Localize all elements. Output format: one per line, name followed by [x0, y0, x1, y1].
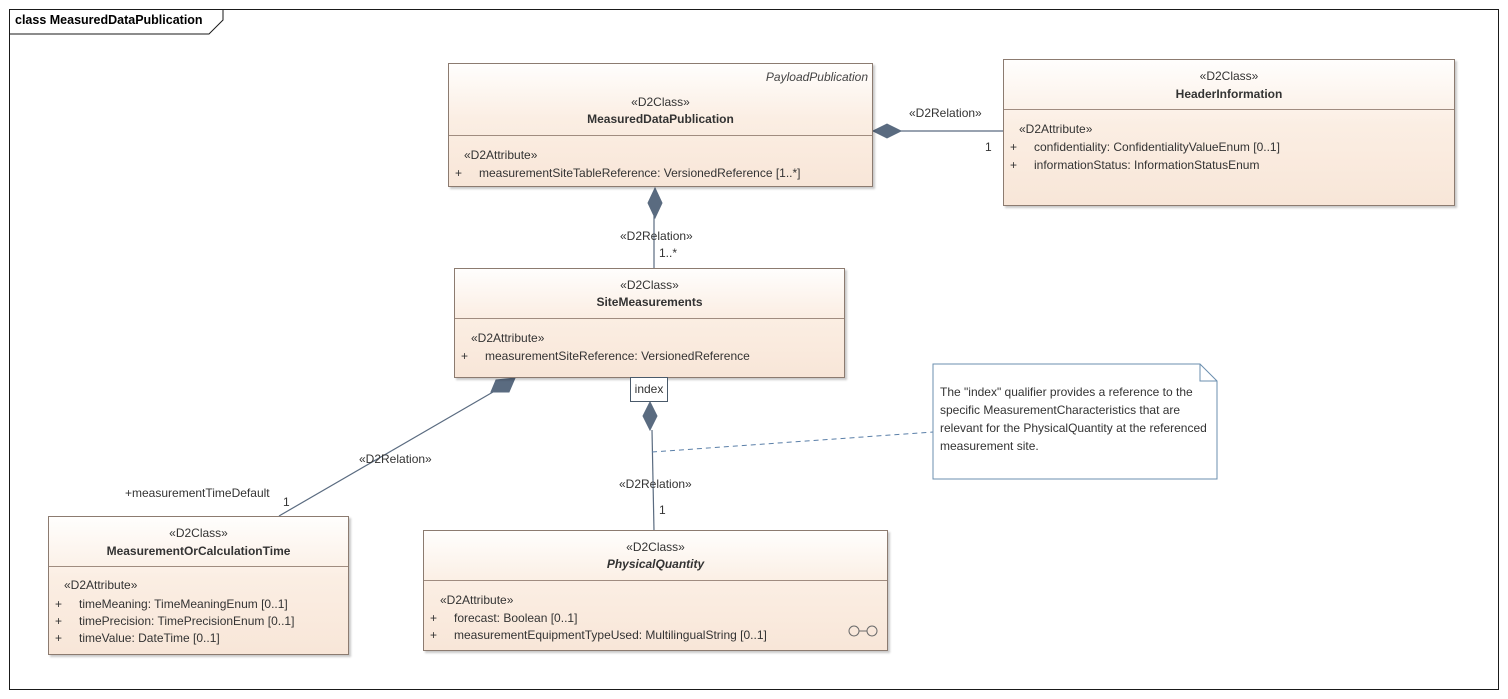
class-name: SiteMeasurements: [596, 295, 703, 309]
relation-stereotype-time: «D2Relation»: [359, 452, 432, 466]
class-site-measurements[interactable]: «D2Class» SiteMeasurements «D2Attribute»…: [454, 268, 845, 378]
attribute-text: forecast: Boolean [0..1]: [454, 611, 578, 625]
attribute-text: informationStatus: InformationStatusEnum: [1034, 158, 1260, 172]
relation-line-time: [278, 391, 494, 517]
composition-diamond-site: [647, 186, 663, 220]
class-name: PhysicalQuantity: [606, 557, 705, 571]
relation-line-quantity: [651, 429, 655, 532]
attribute-stereotype: «D2Attribute»: [440, 593, 514, 607]
visibility-marker: +: [430, 611, 438, 625]
note-dogear: [1199, 364, 1217, 382]
class-header: «D2Class» SiteMeasurements: [455, 269, 844, 319]
visibility-marker: +: [430, 628, 438, 642]
class-name: MeasurementOrCalculationTime: [106, 544, 291, 558]
parent-class-label: PayloadPublication: [765, 70, 868, 84]
multiplicity-header: 1: [985, 140, 992, 154]
frame-title: class MeasuredDataPublication: [15, 13, 203, 27]
role-measurement-time-default: +measurementTimeDefault: [125, 486, 270, 500]
class-header-information[interactable]: «D2Class» HeaderInformation «D2Attribute…: [1003, 59, 1455, 206]
class-header: «D2Class» MeasurementOrCalculationTime: [49, 517, 348, 567]
diagram-frame: [9, 9, 1499, 690]
note-anchor-line: [651, 431, 934, 453]
visibility-marker: +: [55, 631, 63, 645]
visibility-marker: +: [455, 166, 463, 180]
class-physical-quantity[interactable]: «D2Class» PhysicalQuantity «D2Attribute»…: [423, 530, 888, 651]
frame-title-tab: [9, 9, 224, 35]
note-shape: [932, 363, 1218, 480]
class-measured-data-publication[interactable]: PayloadPublication «D2Class» MeasuredDat…: [448, 63, 873, 187]
multiplicity-site: 1..*: [659, 246, 678, 260]
class-stereotype: «D2Class»: [169, 526, 228, 540]
visibility-marker: +: [55, 597, 63, 611]
multiplicity-time: 1: [283, 495, 290, 509]
visibility-marker: +: [55, 614, 63, 628]
attribute-text: timeValue: DateTime [0..1]: [79, 631, 220, 645]
composition-diamond-quantity: [642, 400, 658, 432]
multiplicity-quantity: 1: [659, 503, 666, 517]
attribute-text: confidentiality: ConfidentialityValueEnu…: [1034, 140, 1280, 154]
attribute-stereotype: «D2Attribute»: [464, 148, 538, 162]
composition-diamond-header: [871, 123, 903, 139]
class-measurement-or-calculation-time[interactable]: «D2Class» MeasurementOrCalculationTime «…: [48, 516, 349, 655]
attribute-stereotype: «D2Attribute»: [1019, 122, 1093, 136]
attribute-stereotype: «D2Attribute»: [64, 578, 138, 592]
attribute-text: timeMeaning: TimeMeaningEnum [0..1]: [79, 597, 288, 611]
attribute-stereotype: «D2Attribute»: [471, 331, 545, 345]
relation-stereotype-header: «D2Relation»: [909, 106, 982, 120]
composition-diamond-time: [490, 377, 516, 393]
attribute-text: measurementEquipmentTypeUsed: Multilingu…: [454, 628, 767, 642]
note-text: The "index" qualifier provides a referen…: [940, 385, 1207, 453]
class-header: «D2Class» PhysicalQuantity: [424, 531, 887, 581]
relation-stereotype-quantity: «D2Relation»: [619, 477, 692, 491]
class-stereotype: «D2Class»: [1199, 69, 1259, 83]
relation-stereotype-site: «D2Relation»: [620, 229, 693, 243]
visibility-marker: +: [1010, 158, 1018, 172]
abstract-association-icon: [848, 625, 878, 637]
attribute-text: timePrecision: TimePrecisionEnum [0..1]: [79, 614, 295, 628]
class-header: «D2Class» HeaderInformation: [1004, 60, 1454, 110]
class-stereotype: «D2Class»: [620, 278, 679, 292]
visibility-marker: +: [461, 349, 469, 363]
class-header: PayloadPublication «D2Class» MeasuredDat…: [449, 64, 872, 136]
visibility-marker: +: [1010, 140, 1018, 154]
class-name: HeaderInformation: [1175, 87, 1283, 101]
attribute-text: measurementSiteTableReference: Versioned…: [479, 166, 801, 180]
class-stereotype: «D2Class»: [626, 540, 685, 554]
qualifier-index: index: [630, 377, 668, 402]
class-stereotype: «D2Class»: [631, 95, 690, 109]
attribute-text: measurementSiteReference: VersionedRefer…: [485, 349, 750, 363]
class-name: MeasuredDataPublication: [587, 112, 734, 126]
